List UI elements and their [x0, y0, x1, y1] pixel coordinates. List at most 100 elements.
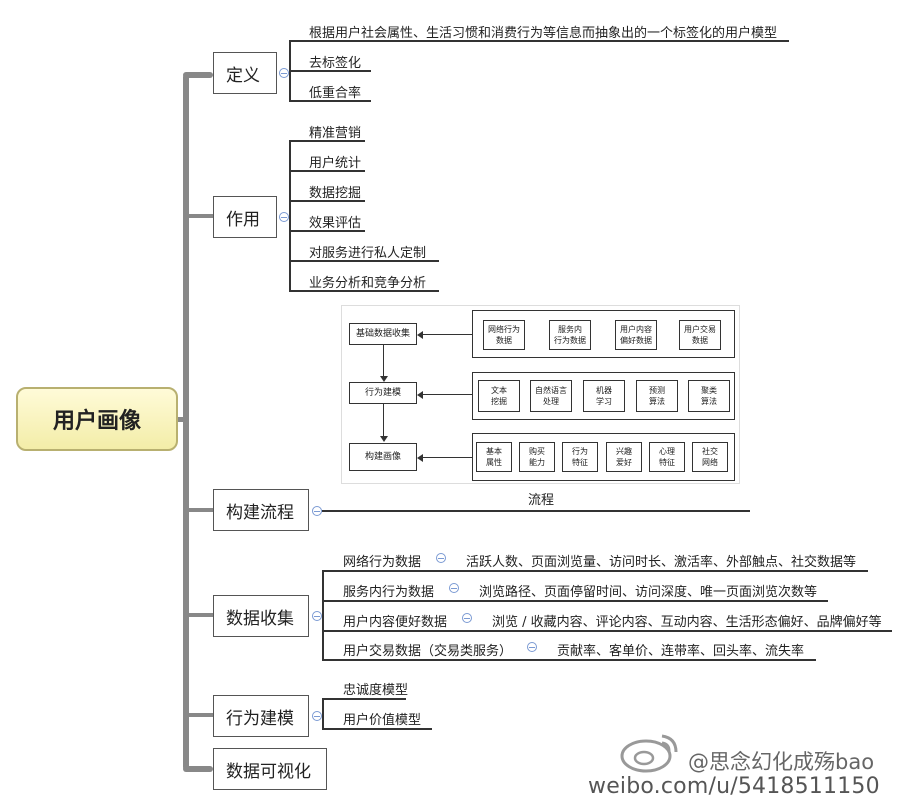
- flow-item-label: 行为 特征: [572, 447, 588, 467]
- arrow-down-icon: [380, 376, 388, 382]
- collection-item-name: 服务内行为数据: [343, 585, 435, 600]
- flow-item-label: 用户内容 偏好数据: [620, 325, 652, 345]
- modeling-item: 用户价值模型: [343, 713, 422, 728]
- collection-item-name: 用户交易数据（交易类服务）: [343, 644, 513, 659]
- role-item: 数据挖掘: [309, 186, 362, 201]
- flow-item: 兴趣 爱好: [606, 442, 642, 472]
- collection-item-name: 网络行为数据: [343, 555, 422, 570]
- flow-item-label: 文本 挖掘: [491, 386, 507, 406]
- flow-stage-label: 基础数据收集: [355, 328, 410, 339]
- watermark-handle: @思念幻化成殇bao: [688, 750, 875, 774]
- role-line: [289, 200, 365, 202]
- role-item: 对服务进行私人定制: [309, 246, 427, 261]
- branch-process[interactable]: 构建流程: [213, 489, 309, 531]
- connector-process: [186, 508, 214, 512]
- arrow-down-icon: [380, 436, 388, 442]
- watermark-url: weibo.com/u/5418511150: [588, 774, 880, 799]
- flow-item: 机器 学习: [583, 380, 625, 412]
- collection-line: [322, 659, 816, 661]
- flow-item-label: 兴趣 爱好: [616, 447, 632, 467]
- collection-item-detail: 浏览 / 收藏内容、评论内容、互动内容、生活形态偏好、品牌偏好等: [492, 615, 882, 630]
- flow-item: 聚类 算法: [688, 380, 730, 412]
- branch-definition-label: 定义: [226, 65, 260, 86]
- collection-line: [322, 630, 892, 632]
- flow-item-label: 社交 网络: [702, 447, 718, 467]
- connector-modeling: [186, 713, 214, 717]
- process-caption: 流程: [528, 493, 555, 508]
- collapse-icon[interactable]: [527, 642, 537, 652]
- collapse-icon[interactable]: [449, 583, 459, 593]
- connector-collection: [186, 613, 214, 617]
- role-item: 精准营销: [309, 126, 362, 141]
- branch-definition[interactable]: 定义: [213, 52, 277, 94]
- collapse-icon[interactable]: [279, 68, 289, 78]
- flow-item-label: 心理 特征: [659, 447, 675, 467]
- role-line: [289, 140, 365, 142]
- flow-item: 网络行为 数据: [483, 320, 525, 350]
- trunk-top-curve: [183, 72, 213, 78]
- branch-role-label: 作用: [226, 209, 260, 230]
- arrow-left-icon: [417, 391, 423, 399]
- collection-vline: [322, 570, 324, 659]
- role-item: 业务分析和竞争分析: [309, 276, 427, 291]
- role-vline: [289, 140, 291, 290]
- branch-visualization[interactable]: 数据可视化: [213, 748, 327, 790]
- collection-line: [322, 600, 828, 602]
- root-label: 用户画像: [52, 409, 141, 434]
- collapse-icon[interactable]: [312, 711, 322, 721]
- flow-arrow-left: [422, 457, 472, 458]
- trunk-bottom-curve: [183, 766, 213, 772]
- flow-stage-box: 行为建模: [349, 382, 417, 404]
- flow-stage-box: 基础数据收集: [349, 323, 417, 345]
- flow-item: 自然语言 处理: [530, 380, 572, 412]
- flow-group-3: [472, 433, 735, 481]
- trunk-line: [183, 74, 189, 770]
- flow-item-label: 预测 算法: [649, 386, 665, 406]
- flow-arrow-down: [383, 345, 384, 377]
- flow-arrow-left: [422, 334, 472, 335]
- collapse-icon[interactable]: [436, 553, 446, 563]
- arrow-left-icon: [417, 454, 423, 462]
- role-line: [289, 260, 439, 262]
- collection-item-name: 用户内容便好数据: [343, 615, 448, 630]
- flow-item: 购买 能力: [519, 442, 555, 472]
- collection-item-detail: 浏览路径、页面停留时间、访问深度、唯一页面浏览次数等: [479, 585, 818, 600]
- collapse-icon[interactable]: [312, 506, 322, 516]
- branch-visualization-label: 数据可视化: [226, 761, 311, 782]
- flow-stage-label: 构建画像: [364, 451, 401, 462]
- process-flowchart: 基础数据收集 行为建模 构建画像 网络行为 数据 服务内 行为数据 用户内容 偏…: [341, 305, 740, 484]
- collection-line: [322, 570, 868, 572]
- branch-modeling-label: 行为建模: [226, 708, 294, 729]
- branch-collection[interactable]: 数据收集: [213, 595, 309, 637]
- flow-item: 社交 网络: [692, 442, 728, 472]
- collapse-icon[interactable]: [279, 212, 289, 222]
- definition-line-2: [289, 70, 371, 72]
- modeling-line: [322, 698, 406, 700]
- flow-group-2: [472, 372, 735, 420]
- role-line: [289, 230, 365, 232]
- definition-item: 低重合率: [309, 86, 362, 101]
- definition-line-1: [289, 40, 789, 42]
- branch-modeling[interactable]: 行为建模: [213, 695, 309, 737]
- arrow-left-icon: [417, 331, 423, 339]
- definition-item: 去标签化: [309, 56, 362, 71]
- role-item: 用户统计: [309, 156, 362, 171]
- flow-arrow-down: [383, 404, 384, 437]
- connector-role: [186, 214, 214, 218]
- flow-item: 预测 算法: [636, 380, 678, 412]
- collection-item-detail: 贡献率、客单价、连带率、回头率、流失率: [557, 644, 805, 659]
- flow-group-1: [472, 310, 735, 358]
- flow-item: 行为 特征: [562, 442, 598, 472]
- weibo-logo: [618, 728, 682, 774]
- flow-item: 文本 挖掘: [478, 380, 520, 412]
- flow-item-label: 自然语言 处理: [535, 386, 567, 406]
- collapse-icon[interactable]: [312, 611, 322, 621]
- collapse-icon[interactable]: [462, 613, 472, 623]
- trunk-root-link: [178, 417, 186, 422]
- flow-item-label: 网络行为 数据: [488, 325, 520, 345]
- modeling-item: 忠诚度模型: [343, 683, 409, 698]
- branch-role[interactable]: 作用: [213, 196, 277, 238]
- role-line: [289, 170, 365, 172]
- root-node[interactable]: 用户画像: [16, 387, 178, 451]
- flow-item-label: 聚类 算法: [701, 386, 717, 406]
